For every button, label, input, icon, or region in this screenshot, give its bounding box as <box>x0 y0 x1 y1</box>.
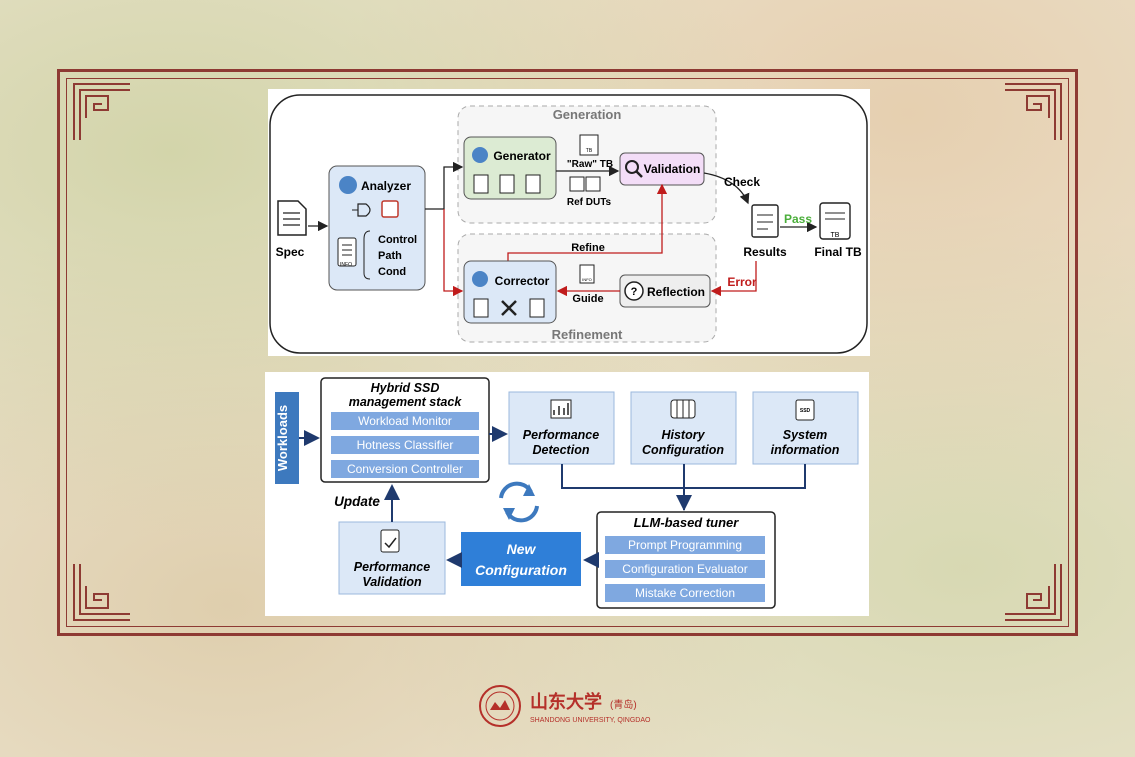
spec-document-icon <box>277 200 307 236</box>
ref-duts-label: Ref DUTs <box>567 197 612 208</box>
svg-text:INFO: INFO <box>340 262 352 268</box>
stack-item <box>331 412 479 430</box>
university-seal-icon <box>479 685 521 727</box>
tuner-title: LLM-based tuner <box>634 515 740 530</box>
robot-icon <box>472 147 488 163</box>
stack-title-line2: management stack <box>349 395 463 409</box>
tuner-item <box>605 584 765 602</box>
robot-icon <box>472 271 488 287</box>
tuner-item <box>605 536 765 554</box>
stack-title-line1: Hybrid SSD <box>371 381 440 395</box>
final-tb-label: Final TB <box>814 245 862 259</box>
raw-tb-label: "Raw" TB <box>567 159 613 170</box>
perf-validation-line1: Performance <box>354 560 430 574</box>
new-configuration-box <box>461 532 581 586</box>
svg-text:TB: TB <box>586 148 593 154</box>
new-config-line2: Configuration <box>475 562 567 578</box>
decorative-frame-inner <box>66 78 1069 627</box>
workloads-bar <box>275 392 299 484</box>
guide-label: Guide <box>572 293 603 305</box>
perf-detection-line1: Performance <box>523 428 599 442</box>
tuner-item-prompt-programming: Prompt Programming <box>628 538 742 552</box>
stack-item-hotness-classifier: Hotness Classifier <box>357 438 454 452</box>
chart-icon <box>550 399 572 419</box>
analyzer-item-control: Control <box>378 234 417 246</box>
analyzer-label: Analyzer <box>361 179 411 193</box>
system-info-line1: System <box>783 428 827 442</box>
perf-validation-line2: Validation <box>362 575 422 589</box>
pipeline-diagram-panel: Generation Refinement Spec Analyzer INFO… <box>268 89 870 356</box>
tools-icon <box>501 300 517 316</box>
brain-icon <box>339 176 357 194</box>
refine-label: Refine <box>571 242 605 254</box>
spec-label: Spec <box>276 245 305 259</box>
tuner-item <box>605 560 765 578</box>
logo-name-en: SHANDONG UNIVERSITY, QINGDAO <box>530 717 651 724</box>
arrow-analyzer-generator <box>425 161 464 210</box>
svg-text:TB: TB <box>831 232 840 239</box>
arrow-corrector-validation <box>507 183 668 261</box>
perf-detection-line2: Detection <box>533 443 590 457</box>
reflection-label: Reflection <box>647 285 705 299</box>
stack-item <box>331 436 479 454</box>
magnifier-icon <box>625 160 639 174</box>
university-logo: 山东大学 (青岛) SHANDONG UNIVERSITY, QINGDAO <box>478 682 668 730</box>
question-icon <box>624 281 644 301</box>
analyzer-item-cond: Cond <box>378 266 406 278</box>
tuner-item-mistake-correction: Mistake Correction <box>635 586 735 600</box>
pass-label: Pass <box>784 212 812 226</box>
arrow-results-reflection <box>710 261 757 297</box>
check-label: Check <box>724 175 760 189</box>
corner-ornament-top-right <box>1005 83 1062 140</box>
new-config-line1: New <box>507 541 537 557</box>
gate-icon <box>352 203 371 217</box>
refinement-label: Refinement <box>552 327 623 342</box>
logo-campus-cn: (青岛) <box>610 698 637 711</box>
stack-item <box>331 460 479 478</box>
error-label: Error <box>727 275 757 289</box>
refresh-cycle-icon <box>499 481 539 523</box>
analyzer-item-path: Path <box>378 250 402 262</box>
svg-text:SSD: SSD <box>800 408 811 414</box>
results-label: Results <box>743 245 787 259</box>
corner-ornament-bottom-left <box>73 564 130 621</box>
servers-icon <box>670 399 696 419</box>
corner-ornament-bottom-right <box>1005 564 1062 621</box>
update-label: Update <box>334 494 380 509</box>
generation-label: Generation <box>553 107 622 122</box>
tuner-item-configuration-evaluator: Configuration Evaluator <box>622 562 747 576</box>
stack-item-workload-monitor: Workload Monitor <box>358 414 452 428</box>
clipboard-check-icon <box>380 529 400 553</box>
ssd-icon <box>795 399 815 421</box>
validation-label: Validation <box>644 162 701 176</box>
generator-label: Generator <box>493 149 551 163</box>
arrow-validation-results <box>703 172 750 205</box>
workloads-label: Workloads <box>275 405 290 471</box>
tb-scroll-icon <box>579 134 599 156</box>
ssd-tuner-diagram-panel: Workloads Hybrid SSD management stack Wo… <box>265 372 869 616</box>
arrow-analyzer-corrector <box>443 209 464 297</box>
svg-text:?: ? <box>631 286 638 298</box>
stack-item-conversion-controller: Conversion Controller <box>347 462 463 476</box>
final-tb-scroll-icon <box>819 202 851 240</box>
chip-icon <box>381 200 399 218</box>
ref-duts-icon <box>569 176 601 192</box>
system-info-line2: information <box>771 443 840 457</box>
guide-doc-icon <box>579 264 595 284</box>
logo-name-cn: 山东大学 <box>530 691 602 712</box>
decorative-frame-outer <box>57 69 1078 636</box>
info-scroll-icon <box>337 237 357 267</box>
clipboard-icon <box>751 204 779 238</box>
history-config-line2: Configuration <box>642 443 724 457</box>
history-config-line1: History <box>661 428 705 442</box>
svg-text:INFO: INFO <box>582 277 592 282</box>
corner-ornament-top-left <box>73 83 130 140</box>
corrector-label: Corrector <box>495 274 550 288</box>
